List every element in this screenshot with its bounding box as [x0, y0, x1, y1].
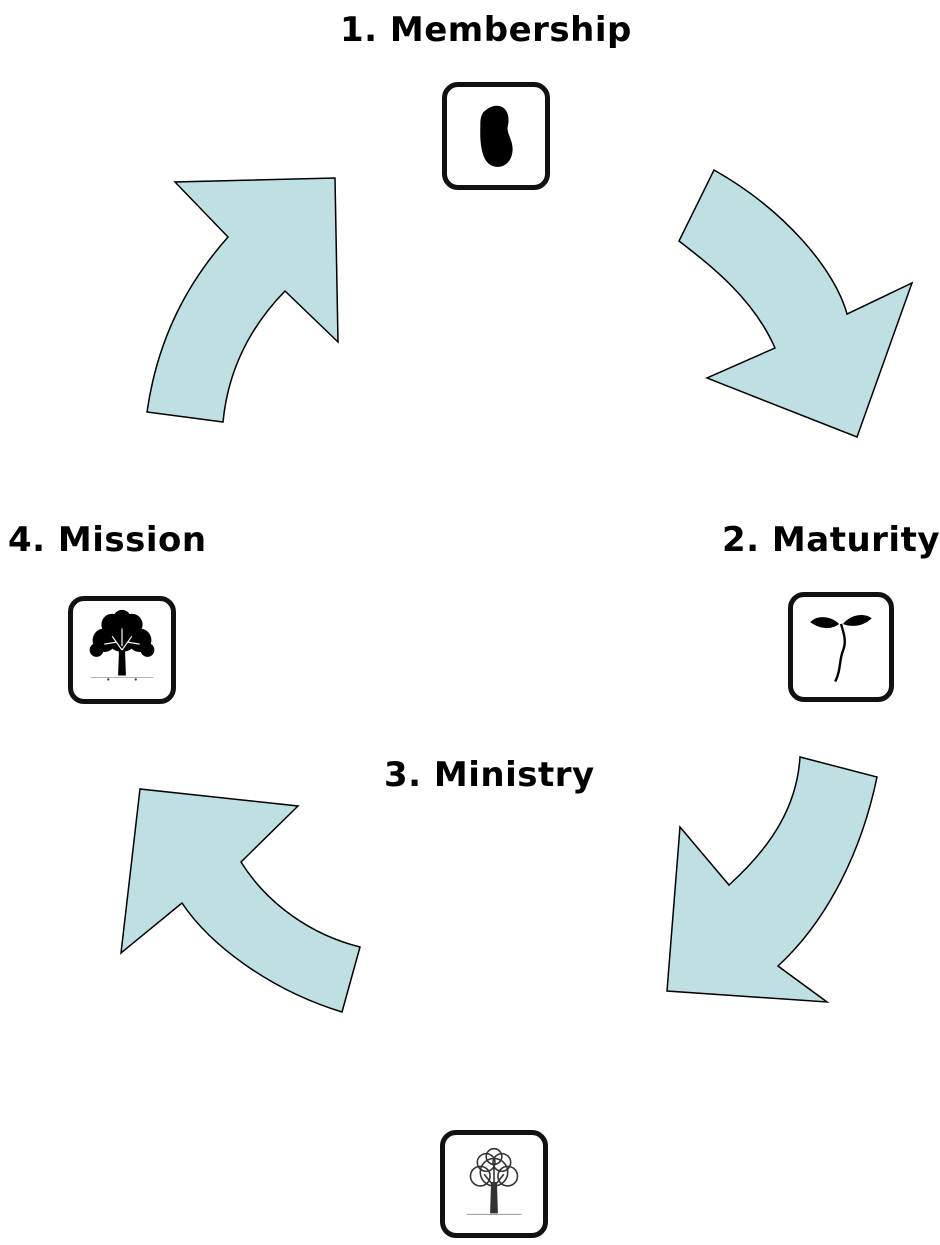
arrow-maturity-to-ministry: [666, 756, 878, 1003]
arrow-ministry-to-mission: [120, 788, 361, 1013]
sprout-icon: [810, 614, 872, 683]
ministry-icon-box: [440, 1130, 548, 1238]
tree-outline-icon: [466, 1147, 522, 1215]
stage-label-membership: 1. Membership: [340, 10, 632, 50]
stage-label-maturity: 2. Maturity: [722, 520, 940, 560]
seed-icon: [480, 105, 513, 167]
arrow-mission-to-membership: [146, 177, 339, 423]
mission-icon-box: [68, 596, 176, 704]
membership-icon-box: [442, 82, 550, 190]
maturity-icon-box: [788, 592, 894, 702]
arrow-membership-to-maturity: [678, 168, 914, 438]
stage-label-mission: 4. Mission: [8, 520, 207, 560]
tree-full-icon: [89, 609, 155, 681]
stage-label-ministry: 3. Ministry: [384, 755, 595, 795]
